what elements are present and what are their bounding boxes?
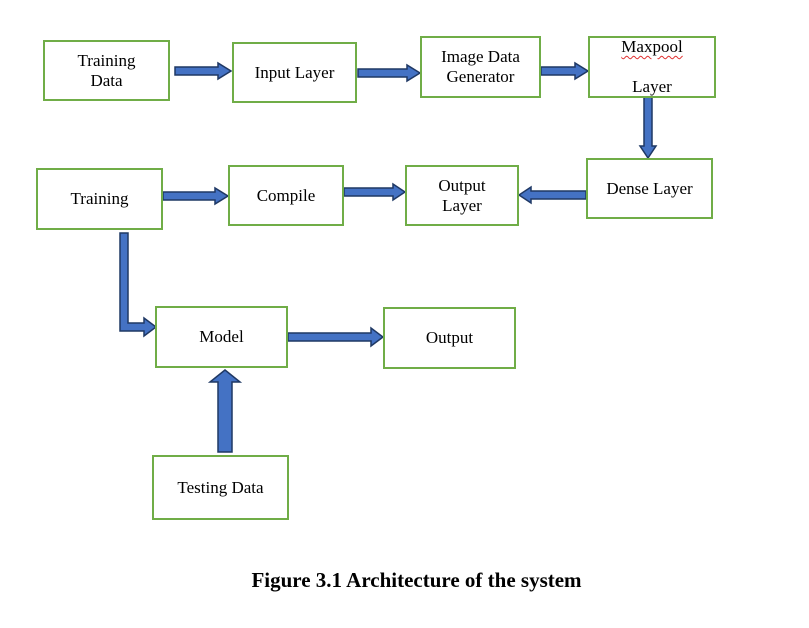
arrow-training-data-to-input-layer [174,61,233,81]
arrow-training-to-compile [162,186,230,206]
node-image-data-generator: Image Data Generator [420,36,541,98]
arrow-training-to-model [119,232,158,338]
node-label: Maxpool Layer [621,17,682,117]
node-training: Training [36,168,163,230]
node-input-layer: Input Layer [232,42,357,103]
node-output: Output [383,307,516,369]
node-label: Output Layer [438,175,486,215]
node-label: Compile [256,185,316,205]
arrow-dense-layer-to-output-layer [517,185,587,205]
node-output-layer: Output Layer [405,165,519,226]
node-compile: Compile [228,165,344,226]
node-label: Training [70,189,129,208]
node-training-data: Training Data [43,40,170,101]
node-label: Image Data Generator [441,47,520,86]
arrow-testing-data-to-model [207,369,243,453]
node-label-line2: Layer [632,77,672,96]
arrow-compile-to-output-layer [343,182,407,202]
node-dense-layer: Dense Layer [586,158,713,219]
node-label-line1: Maxpool [621,37,683,56]
node-model: Model [155,306,288,368]
node-testing-data: Testing Data [152,455,289,520]
node-label: Dense Layer [606,178,693,198]
arrow-image-data-generator-to-maxpool-layer [540,61,590,81]
arrow-model-to-output [287,326,385,348]
node-label: Training Data [77,50,136,90]
node-label: Model [199,327,244,346]
figure-caption: Figure 3.1 Architecture of the system [251,568,582,592]
node-label: Input Layer [254,62,335,82]
arrow-input-layer-to-image-data-generator [357,63,422,83]
node-label: Output [425,328,474,347]
node-label: Testing Data [177,477,264,497]
node-maxpool-layer: Maxpool Layer [588,36,716,98]
arrow-maxpool-layer-to-dense-layer [638,96,658,160]
